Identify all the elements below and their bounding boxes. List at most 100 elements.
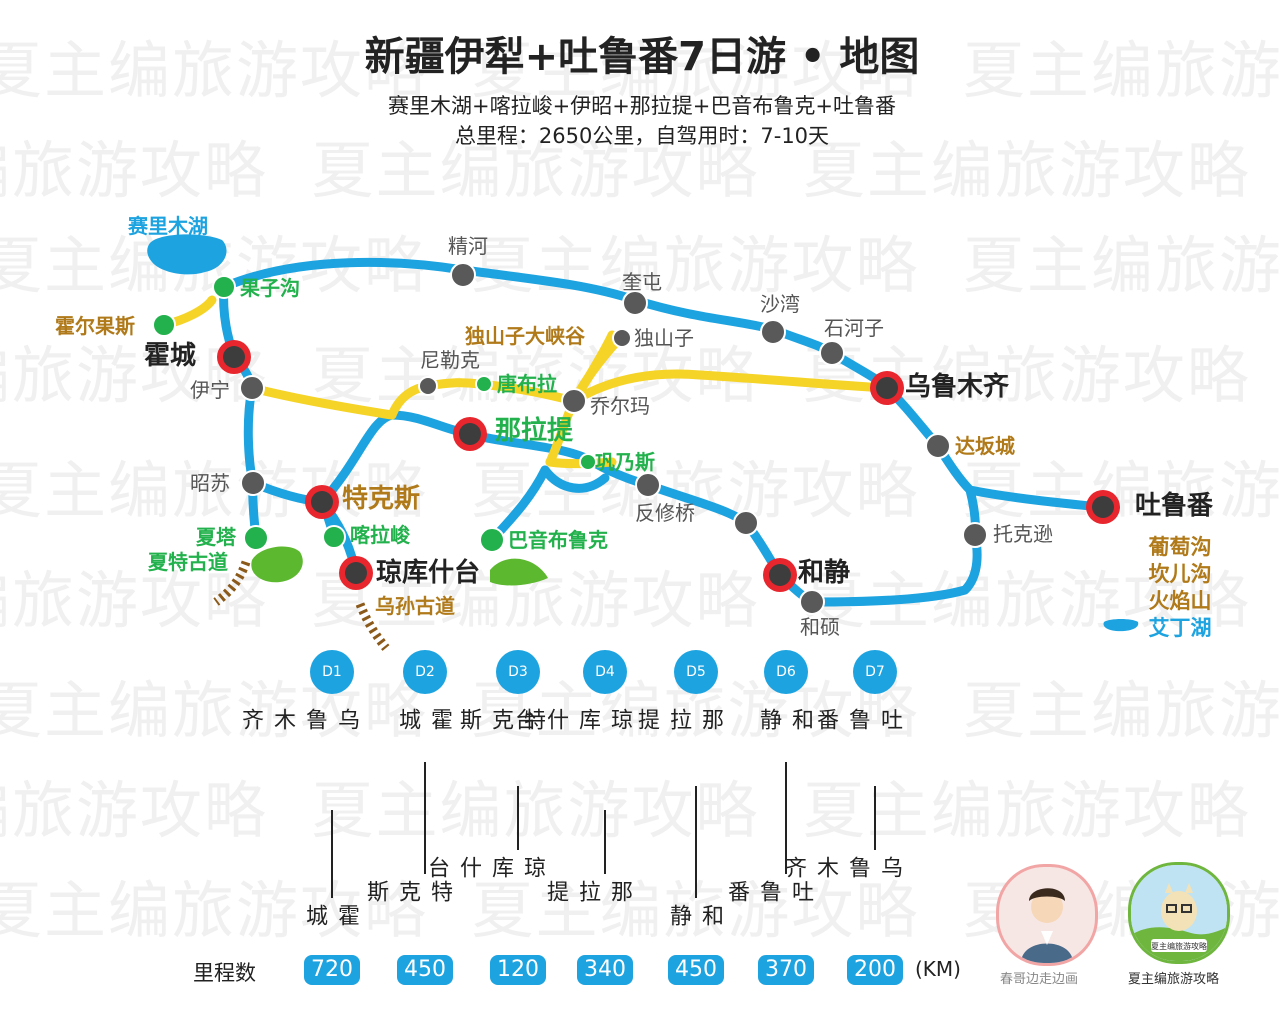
node-shihezi bbox=[819, 340, 845, 366]
label-nileke: 尼勒克 bbox=[420, 348, 480, 372]
day-distance: 120 bbox=[490, 955, 546, 985]
day-distance: 340 bbox=[577, 955, 633, 985]
node-dushanzi bbox=[612, 328, 632, 348]
gray-nodes bbox=[239, 262, 988, 615]
day-from: 琼库什台 bbox=[511, 708, 632, 732]
marker-tekesi bbox=[305, 485, 339, 519]
label-bayinbuluke: 巴音布鲁克 bbox=[508, 528, 608, 552]
node-bayinbuluke bbox=[479, 527, 505, 553]
day-connector bbox=[424, 762, 426, 874]
distance-label: 里程数 bbox=[193, 961, 256, 985]
day-badge: D4 bbox=[583, 650, 627, 694]
label-huocheng: 霍城 bbox=[144, 341, 197, 371]
green-nodes bbox=[152, 275, 597, 553]
author-avatar bbox=[996, 864, 1098, 966]
day-to: 琼库什台 bbox=[424, 856, 545, 880]
turpan-sights: 葡萄沟 坎儿沟 火焰山 艾丁湖 bbox=[1140, 534, 1220, 642]
day-distance: 450 bbox=[668, 955, 724, 985]
day-badge: D3 bbox=[496, 650, 540, 694]
brand-credit: 夏主编旅游攻略 bbox=[1128, 972, 1220, 987]
day-to: 那拉提 bbox=[543, 880, 632, 904]
marker-hejing bbox=[763, 558, 797, 592]
label-tangbula: 唐布拉 bbox=[497, 372, 557, 396]
node-fanxiuqiao bbox=[635, 472, 661, 498]
node-heshuo bbox=[799, 589, 825, 615]
sight-aiding-lake: 艾丁湖 bbox=[1148, 616, 1212, 640]
marker-urumqi bbox=[870, 371, 904, 405]
day-connector bbox=[695, 786, 697, 898]
label-wusun-trail: 乌孙古道 bbox=[375, 594, 455, 618]
author-portrait-icon bbox=[1021, 888, 1073, 963]
node-tuokexun bbox=[962, 522, 988, 548]
subtitle-distance: 总里程：2650公里，自驾用时：7-10天 bbox=[454, 124, 830, 148]
label-shawan: 沙湾 bbox=[760, 292, 800, 316]
day-from: 和静 bbox=[756, 708, 813, 732]
day-to: 乌鲁木齐 bbox=[781, 856, 902, 880]
alpaca-logo-icon: 夏主编旅游攻略 bbox=[1131, 865, 1227, 961]
sight-grape-valley: 葡萄沟 bbox=[1148, 535, 1212, 559]
day-badge: D1 bbox=[310, 650, 354, 694]
label-nalati: 那拉提 bbox=[495, 416, 574, 446]
bayinbuluke-hill bbox=[490, 558, 548, 586]
marker-huocheng bbox=[217, 340, 251, 374]
label-sayram-lake: 赛里木湖 bbox=[128, 214, 208, 238]
label-yining: 伊宁 bbox=[190, 378, 230, 402]
label-xiata-trail: 夏特古道 bbox=[148, 550, 228, 574]
day-badge: D2 bbox=[403, 650, 447, 694]
day-to: 吐鲁番 bbox=[724, 880, 813, 904]
label-qiaerma: 乔尔玛 bbox=[590, 394, 650, 418]
day-distance: 200 bbox=[847, 955, 903, 985]
node-xiata bbox=[243, 525, 269, 551]
label-dushanzi: 独山子 bbox=[634, 326, 694, 350]
marker-turpan bbox=[1086, 490, 1120, 524]
day-connector bbox=[785, 762, 787, 874]
node-zhaosu bbox=[240, 470, 266, 496]
blue-routes bbox=[219, 257, 1105, 607]
node-guozigou bbox=[212, 275, 236, 299]
node-tangbula bbox=[475, 375, 493, 393]
day-from: 那拉提 bbox=[634, 708, 723, 732]
label-guozigou: 果子沟 bbox=[240, 276, 300, 300]
day-badge: D6 bbox=[764, 650, 808, 694]
city-markers bbox=[217, 340, 1120, 592]
node-dabancheng bbox=[925, 433, 951, 459]
xiata-hill bbox=[251, 546, 303, 583]
label-heshuo: 和硕 bbox=[800, 615, 840, 639]
day-to: 特克斯 bbox=[363, 880, 452, 904]
subtitle-route: 赛里木湖+喀拉峻+伊昭+那拉提+巴音布鲁克+吐鲁番 bbox=[388, 94, 896, 118]
day-distance: 370 bbox=[758, 955, 814, 985]
day-distance: 450 bbox=[397, 955, 453, 985]
node-shawan bbox=[760, 319, 786, 345]
label-fanxiuqiao: 反修桥 bbox=[635, 501, 695, 525]
day-from: 乌鲁木齐 bbox=[238, 708, 359, 732]
day-to: 霍城 bbox=[302, 904, 359, 928]
label-xiata: 夏塔 bbox=[196, 525, 236, 549]
sight-karez: 坎儿沟 bbox=[1148, 562, 1212, 586]
label-urumqi: 乌鲁木齐 bbox=[905, 372, 1010, 402]
label-dabancheng: 达坂城 bbox=[955, 434, 1015, 458]
label-qiongkushitai: 琼库什台 bbox=[376, 558, 481, 588]
day-connector bbox=[517, 786, 519, 850]
node-yining bbox=[239, 375, 265, 401]
node-jinghe bbox=[450, 262, 476, 288]
node-qiaerma bbox=[561, 388, 587, 414]
aiding-lake bbox=[1103, 619, 1139, 632]
node-gongnaisi bbox=[579, 453, 597, 471]
day-to: 和静 bbox=[666, 904, 723, 928]
marker-qiongkushitai bbox=[339, 556, 373, 590]
label-shihezi: 石河子 bbox=[824, 316, 884, 340]
day-connector bbox=[604, 810, 606, 874]
node-balunta bbox=[733, 510, 759, 536]
day-connector bbox=[331, 810, 333, 898]
node-kuitun bbox=[622, 290, 648, 316]
label-kalajun: 喀拉峻 bbox=[350, 523, 410, 547]
node-nileke bbox=[418, 376, 438, 396]
day-connector bbox=[874, 786, 876, 850]
node-khorgos bbox=[152, 313, 176, 337]
day-from: 特克斯 bbox=[456, 708, 545, 732]
label-zhaosu: 昭苏 bbox=[190, 471, 230, 495]
label-turpan: 吐鲁番 bbox=[1135, 491, 1214, 521]
day-distance: 720 bbox=[304, 955, 360, 985]
label-tekesi: 特克斯 bbox=[342, 484, 421, 514]
